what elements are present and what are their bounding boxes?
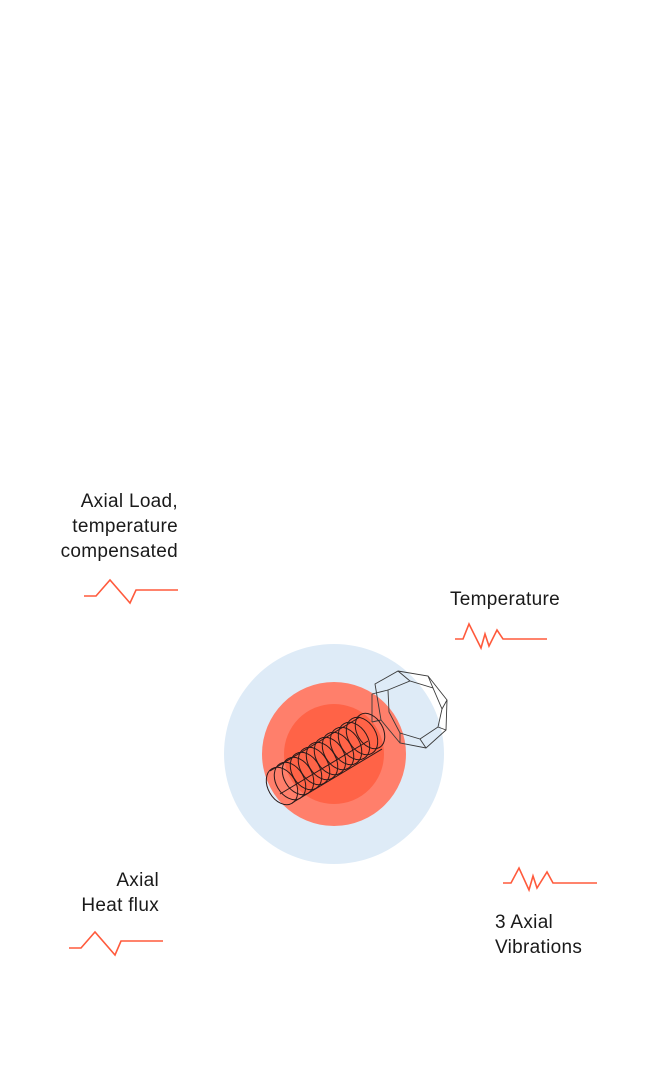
temperature-line-1: Temperature — [450, 589, 560, 610]
heat-flux-line-2: Heat flux — [81, 895, 159, 916]
spike-waveform-icon — [503, 866, 597, 893]
heat-flux-line-1: Axial — [116, 870, 159, 891]
temperature-label: Temperature — [450, 587, 560, 612]
bolt-shank — [265, 712, 386, 806]
axial-load-label: Axial Load, temperature compensated — [61, 489, 178, 564]
bolt-icon — [265, 670, 448, 806]
spike-waveform-icon — [455, 622, 547, 651]
axial-load-line-3: compensated — [60, 541, 178, 562]
axial-load-line-1: Axial Load, — [80, 491, 178, 512]
vibrations-line-1: 3 Axial — [495, 912, 554, 933]
vibrations-label: 3 Axial Vibrations — [495, 910, 582, 960]
bolt-head — [371, 670, 448, 749]
axial-load-line-2: temperature — [72, 516, 178, 537]
step-waveform-icon — [84, 578, 178, 605]
step-waveform-icon — [69, 930, 163, 957]
heat-flux-label: Axial Heat flux — [81, 868, 159, 918]
vibrations-line-2: Vibrations — [495, 937, 583, 958]
